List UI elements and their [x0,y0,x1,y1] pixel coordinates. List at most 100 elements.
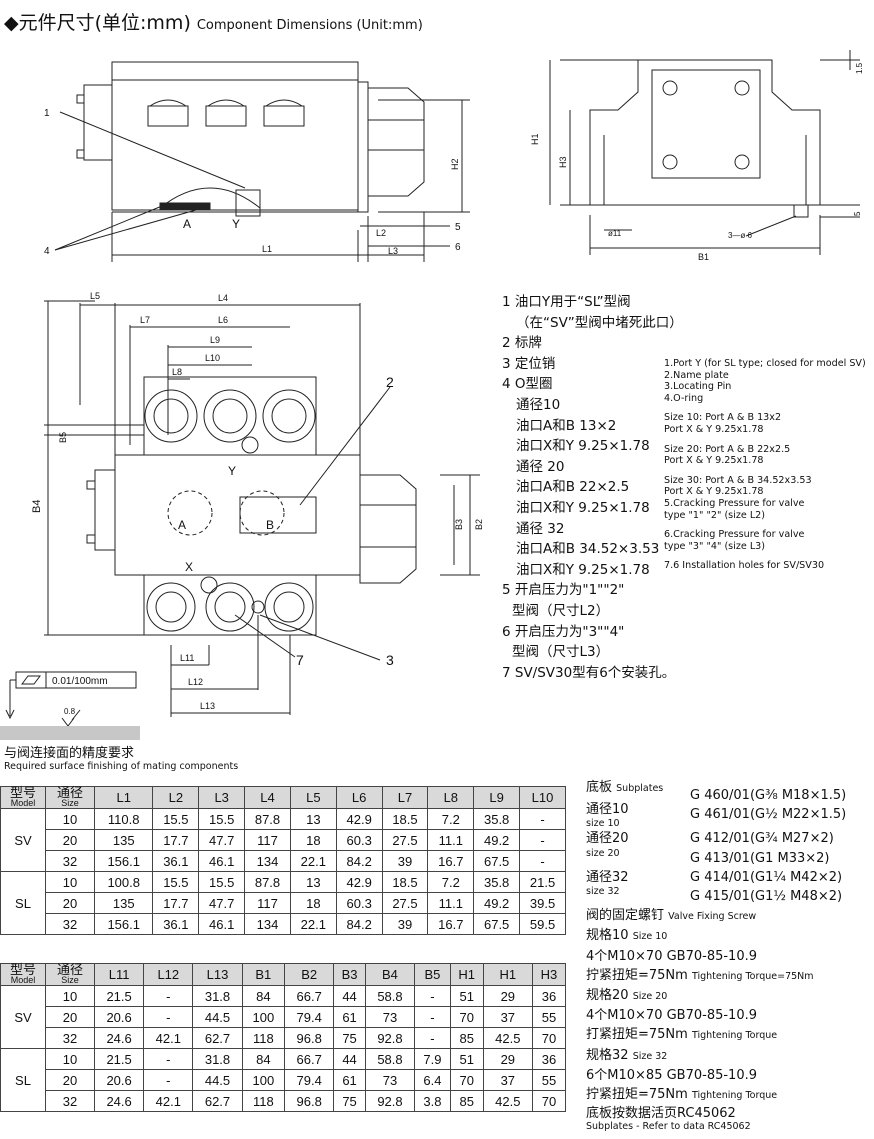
note-line: 油口A和B 34.52×3.53 [516,541,660,558]
svg-text:L11: L11 [180,653,194,663]
svg-text:H3: H3 [558,156,568,168]
table-cell: 58.8 [364,1048,416,1070]
column-header: L6 [335,786,383,809]
table-cell: 75 [333,1090,366,1112]
table-cell: 47.7 [198,829,246,851]
table-cell: - [143,985,194,1007]
note-line: 通径 32 [516,520,565,537]
table-cell: 20.6 [93,1069,145,1091]
table-cell: 42.9 [335,871,383,893]
note-line: Port X & Y 9.25x1.78 [664,455,764,467]
table-cell: 42.5 [482,1027,533,1049]
column-header: H3 [531,963,567,986]
table-cell: 15.5 [198,871,246,893]
table-cell: 15.5 [152,808,200,830]
table-cell: 11.1 [427,892,475,914]
svg-text:L10: L10 [205,353,220,363]
svg-text:L1: L1 [262,244,272,254]
table-cell: 100 [241,1006,286,1028]
table-cell: 42.1 [143,1090,194,1112]
table-cell: 42.9 [335,808,383,830]
note-line: 1.Port Y (for SL type; closed for model … [664,358,866,369]
table-cell: 31.8 [192,985,243,1007]
table-cell: 15.5 [152,871,200,893]
svg-text:1: 1 [44,108,50,119]
page-title: ◆元件尺寸(单位:mm)Component Dimensions (Unit:m… [4,8,423,35]
svg-text:1.5: 1.5 [855,62,864,74]
table-cell: 37 [482,1006,533,1028]
column-header: L13 [192,963,243,986]
finish-en: Required surface finishing of mating com… [4,761,239,772]
table-cell: 85 [449,1090,484,1112]
svg-text:A: A [183,217,191,231]
svg-text:2: 2 [386,374,394,390]
table-cell: 17.7 [152,892,200,914]
table-cell: 7.9 [414,1048,451,1070]
table-cell: 36 [531,985,567,1007]
table-cell: 75 [333,1027,366,1049]
table-cell: 85 [449,1027,484,1049]
table-cell: 84.2 [335,850,383,872]
note-line: 型阀（尺寸L2） [512,602,610,619]
note-line: Size 20: Port A & B 22x2.5 [664,443,791,455]
table-cell: 32 [45,850,95,872]
table-cell: 7.2 [427,808,475,830]
svg-text:B3: B3 [454,519,464,530]
note-line: 6 开启压力为"3""4" [502,623,625,640]
table-cell: 44 [333,1048,366,1070]
column-header: L5 [289,786,337,809]
note-line: （在“SV”型阀中堵死此口） [516,314,683,331]
table-cell: 29 [482,1048,533,1070]
table-cell: 22.1 [289,850,337,872]
table-cell: - [414,985,451,1007]
table-cell: 27.5 [381,892,429,914]
table-cell: 100.8 [93,871,154,893]
table-cell: 18 [289,829,337,851]
table-cell: 117 [244,829,291,851]
table-cell: 10 [45,1048,95,1070]
front-view-drawing: H1 H3 B1 ø11 3—ø 6 1.5 5 [530,50,864,262]
table-cell: 156.1 [93,913,154,935]
table-cell: 70 [531,1090,567,1112]
svg-text:3—ø 6: 3—ø 6 [728,231,753,240]
table-cell: 66.7 [284,985,335,1007]
note-line: 5 开启压力为"1""2" [502,582,625,599]
table-cell: - [143,1069,194,1091]
table-cell: 6.4 [414,1069,451,1091]
note-line: 7.6 Installation holes for SV/SV30 [664,560,825,572]
table-cell: 20 [45,829,95,851]
table-cell: 92.8 [364,1027,416,1049]
table-cell: 44.5 [192,1069,243,1091]
table-cell: 20 [45,1006,95,1028]
screw-size-32: 规格32 Size 32 6个M10×85 GB70-85-10.9 拧紧扭矩=… [586,1047,778,1103]
table-cell: 18.5 [381,871,429,893]
table-cell: 67.5 [473,850,521,872]
svg-text:6: 6 [455,242,461,253]
plan-view-drawing: L5 L4 L7 L6 L9 L10 L8 B5 B4 B3 B2 A B X … [31,291,484,717]
screw-size-10: 规格10 Size 10 4个M10×70 GB70-85-10.9 拧紧扭矩=… [586,928,814,983]
notes-en: 1.Port Y (for SL type; closed for model … [664,358,866,572]
table-cell: 66.7 [284,1048,335,1070]
svg-text:3: 3 [386,652,394,668]
note-line: 4 O型圈 [502,376,553,393]
note-line: 油口X和Y 9.25×1.78 [516,499,650,516]
table-cell: 135 [93,892,154,914]
subplates-reference: 底板按数据活页RC45062 Subplates - Refer to data… [586,1106,751,1133]
svg-text:B4: B4 [31,500,43,513]
note-line: Port X & Y 9.25x1.78 [664,423,764,435]
column-header: L2 [152,786,200,809]
column-header: L8 [427,786,475,809]
model-cell: SL [0,871,46,935]
table-cell: - [519,829,566,851]
table-cell: 156.1 [93,850,154,872]
